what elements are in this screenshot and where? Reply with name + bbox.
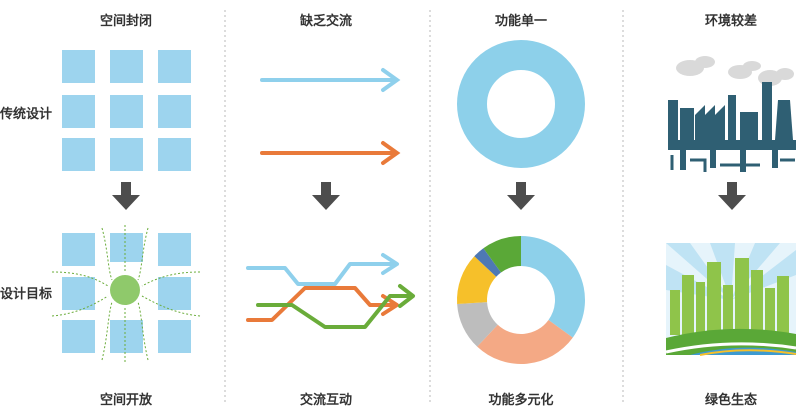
open-space-grid: [62, 233, 191, 353]
closed-space-grid: [62, 50, 191, 171]
grid-square: [62, 320, 95, 353]
interwoven-arrows: [246, 253, 415, 329]
single-function-donut: [457, 40, 585, 168]
row-label-traditional: 传统设计: [0, 107, 53, 122]
arrow-green-woven: [256, 294, 412, 329]
grid-square: [110, 138, 143, 171]
col1-top-label: 空间封闭: [99, 14, 152, 29]
grid-square: [110, 320, 143, 353]
grid-square: [158, 277, 191, 310]
down-arrow-icon: [507, 182, 535, 210]
wave-yellow: [699, 349, 797, 356]
down-arrow-icon: [112, 182, 140, 210]
col1-bottom-label: 空间开放: [99, 393, 152, 408]
col2-bottom-label: 交流互动: [299, 393, 352, 408]
down-arrow-icon: [312, 182, 340, 210]
grid-square: [158, 95, 191, 128]
arrow-green-woven-head: [398, 284, 415, 308]
donut-slice: [521, 236, 585, 338]
grid-square: [62, 95, 95, 128]
factory-buildings: [668, 82, 796, 172]
separate-arrows: [260, 68, 401, 165]
grid-square: [158, 233, 191, 266]
col3-top-label: 功能单一: [494, 14, 547, 29]
col2-top-label: 缺乏交流: [299, 14, 352, 29]
arrow-orange-head: [381, 141, 401, 165]
col4-bottom-label: 绿色生态: [704, 393, 757, 408]
grid-square: [110, 233, 143, 266]
down-arrows: [112, 182, 746, 210]
grid-square: [158, 320, 191, 353]
donut-slice: [474, 248, 502, 277]
grid-square: [158, 50, 191, 83]
grid-square: [62, 233, 95, 266]
grid-square: [110, 95, 143, 128]
down-arrow-icon: [718, 182, 746, 210]
factory-pipes: [670, 155, 795, 172]
green-city-illustration: [665, 243, 797, 356]
donut-slice: [457, 302, 498, 347]
multi-function-donut: [457, 236, 585, 364]
row-label-target: 设计目标: [0, 287, 53, 302]
grid-square: [62, 50, 95, 83]
arrow-blue-woven-head: [381, 253, 399, 275]
smoke: [676, 56, 794, 86]
column-dividers: [224, 10, 624, 405]
wave-white: [665, 342, 797, 354]
dotted-flow-paths: [51, 225, 201, 362]
grid-square: [62, 138, 95, 171]
grid-square: [158, 138, 191, 171]
green-plaza-circle: [110, 275, 140, 305]
donut-slice: [457, 256, 497, 305]
grid-square: [62, 277, 95, 310]
col4-top-label: 环境较差: [704, 14, 757, 29]
col3-bottom-label: 功能多元化: [488, 393, 554, 408]
arrow-orange-woven: [246, 286, 397, 322]
city-buildings: [670, 258, 789, 335]
arrow-blue-head: [381, 68, 401, 92]
grid-square: [110, 50, 143, 83]
donut-slice: [477, 319, 573, 364]
arrow-blue-woven: [246, 262, 397, 286]
donut-slice: [457, 40, 585, 168]
factory-illustration: [668, 56, 796, 172]
donut-slice: [483, 236, 521, 273]
